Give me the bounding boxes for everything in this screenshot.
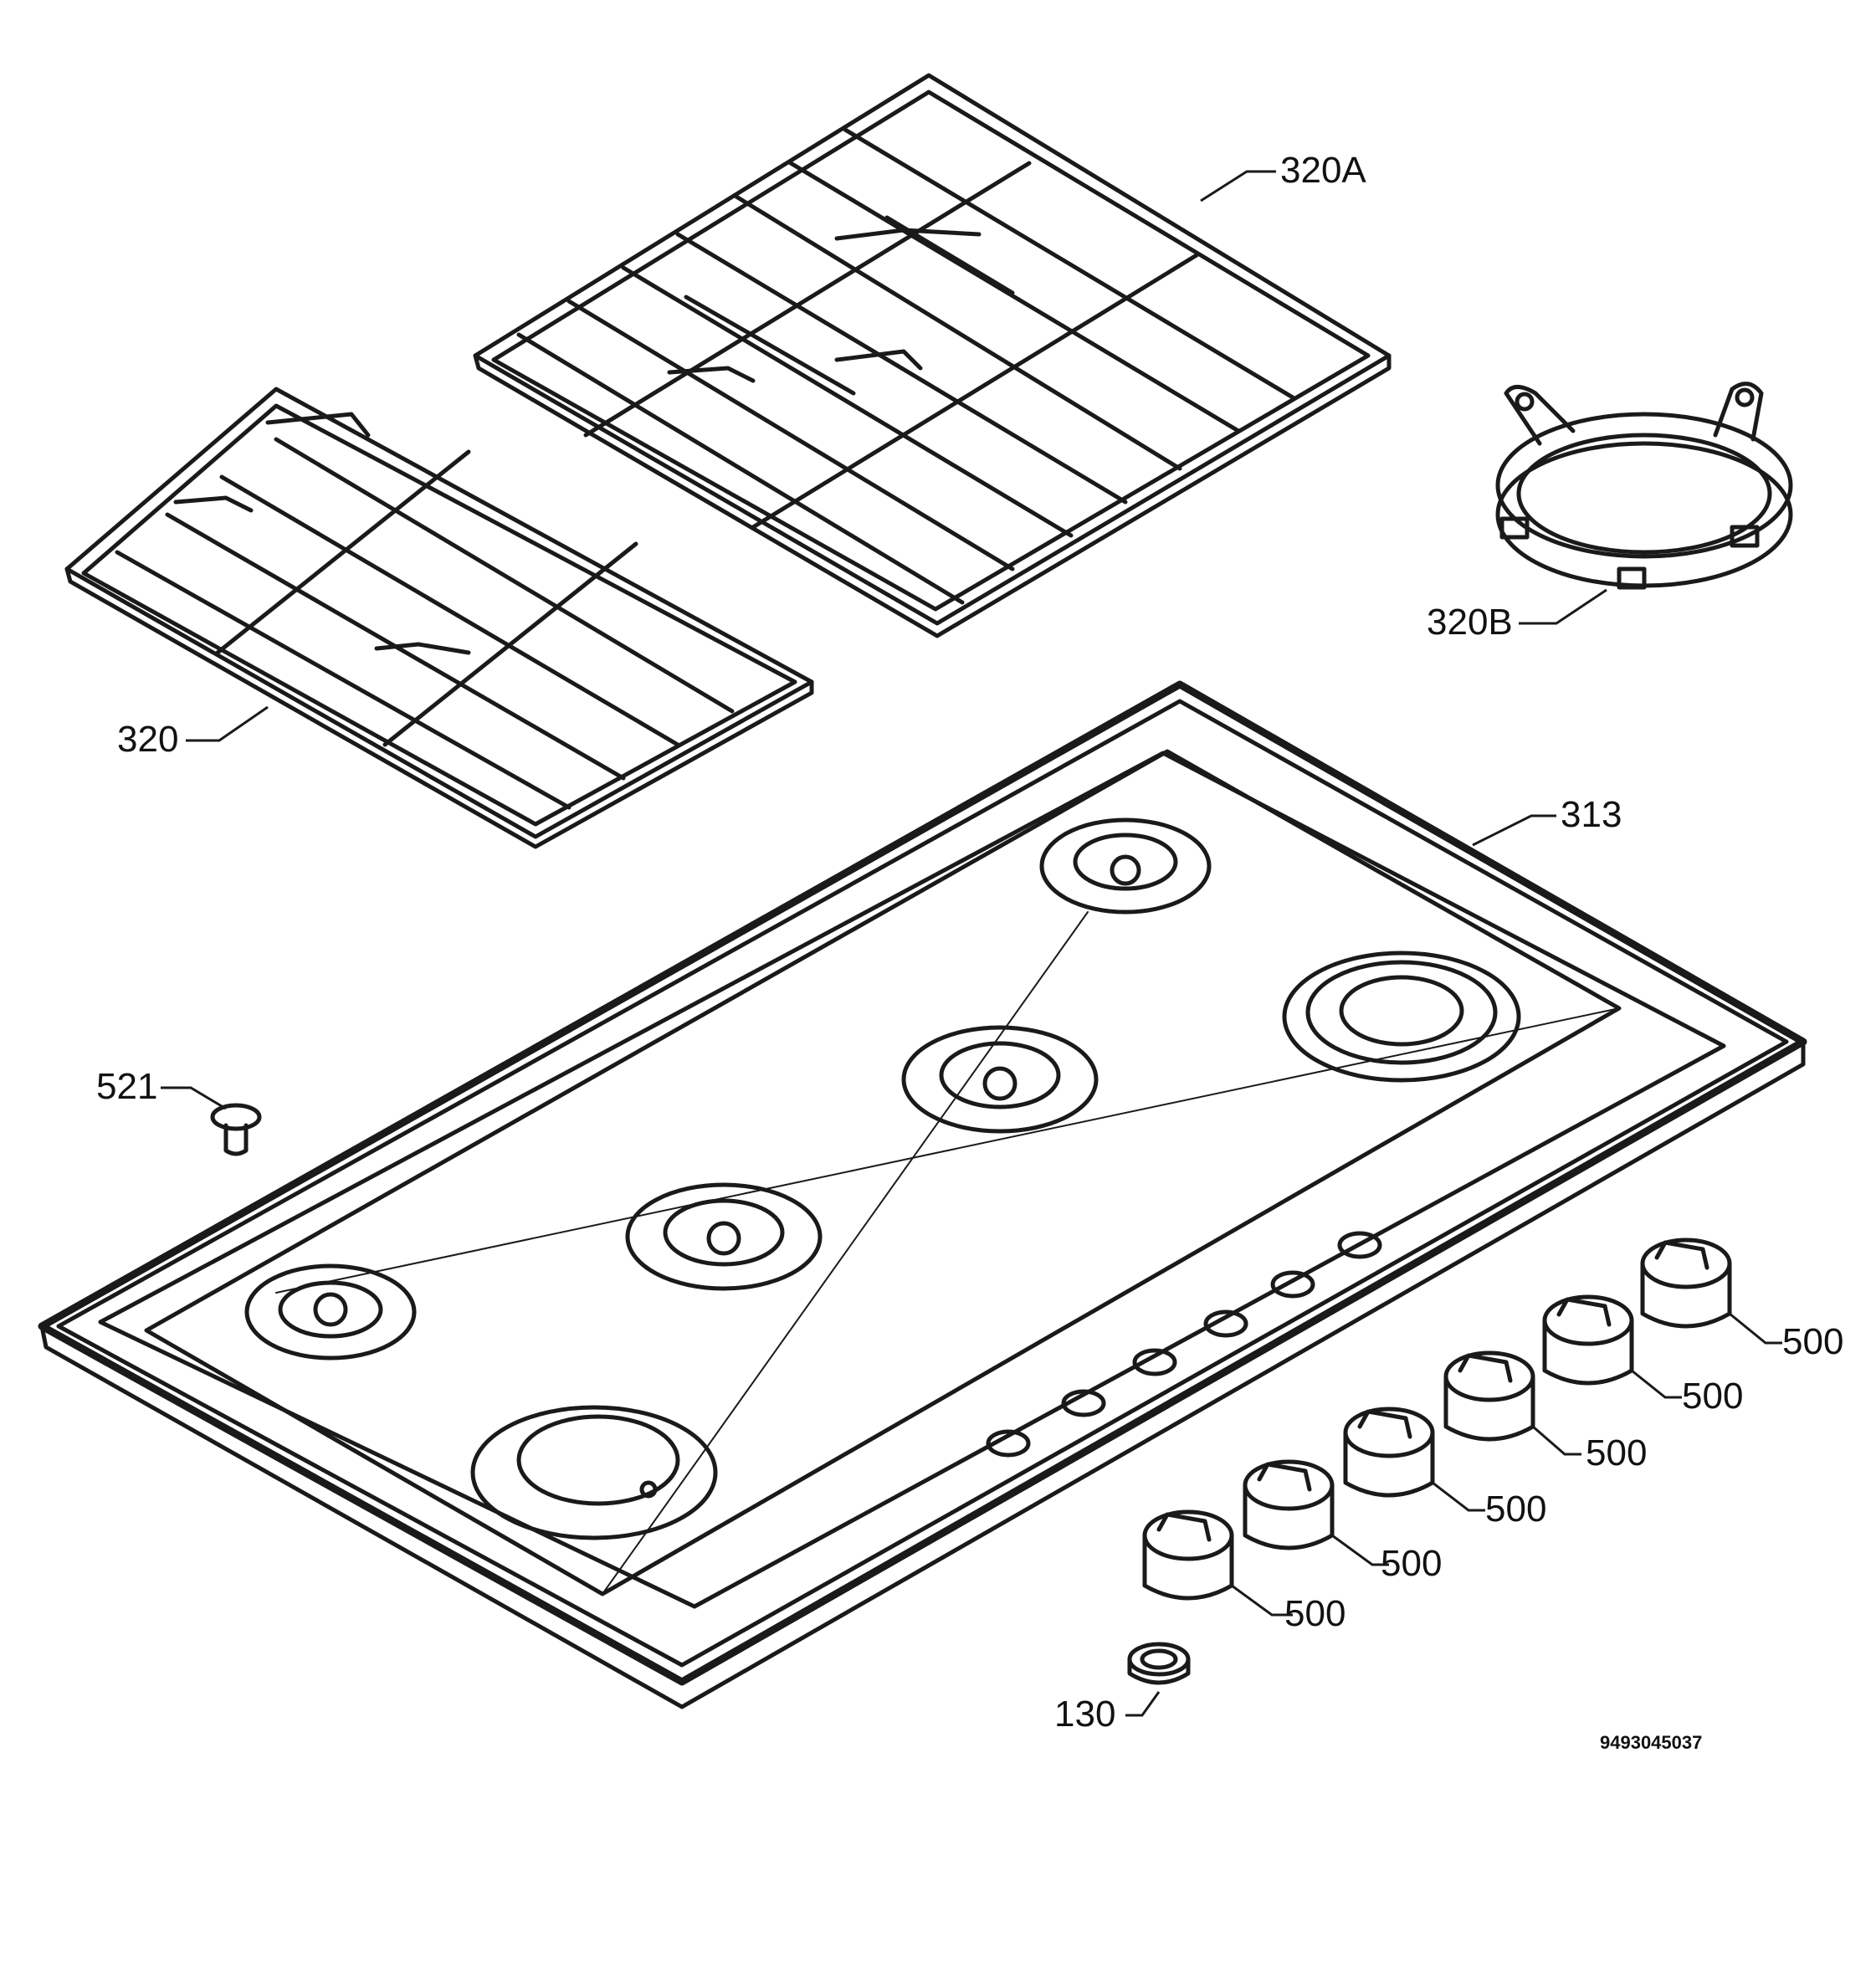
control-knob-2 xyxy=(1243,1459,1335,1550)
control-knob-4 xyxy=(1443,1350,1535,1442)
wok-support-ring xyxy=(1495,382,1793,590)
callout-320A: 320A xyxy=(1280,150,1366,191)
callout-130: 130 xyxy=(1054,1694,1115,1735)
burner-4 xyxy=(901,1025,1099,1134)
callout-313: 313 xyxy=(1561,794,1622,835)
control-knob-5 xyxy=(1542,1294,1634,1386)
leader-320B xyxy=(1519,588,1607,625)
control-knob-6 xyxy=(1640,1238,1732,1329)
seal-ring xyxy=(1127,1642,1191,1685)
leader-521 xyxy=(161,1086,227,1110)
burner-5 xyxy=(1039,817,1212,915)
leader-130 xyxy=(1125,1691,1161,1717)
pan-support-grate-left xyxy=(64,387,814,849)
knob-hole-2 xyxy=(1061,1389,1106,1417)
callout-320B: 320B xyxy=(1427,602,1513,643)
callout-500-1: 500 xyxy=(1284,1593,1345,1634)
knob-hole-6 xyxy=(1337,1231,1382,1259)
control-knob-1 xyxy=(1142,1509,1234,1601)
callout-500-2: 500 xyxy=(1381,1543,1442,1584)
callout-521: 521 xyxy=(96,1066,157,1107)
screw-part xyxy=(210,1103,262,1156)
knob-hole-1 xyxy=(986,1429,1031,1458)
pan-support-grate-right xyxy=(473,73,1392,638)
leader-500-6 xyxy=(1729,1312,1782,1345)
burner-2 xyxy=(625,1182,823,1291)
control-knob-3 xyxy=(1343,1407,1435,1498)
leader-500-2 xyxy=(1331,1534,1389,1566)
knob-hole-5 xyxy=(1270,1270,1315,1299)
leader-313 xyxy=(1472,814,1556,847)
leader-320A xyxy=(1200,170,1276,202)
leader-320 xyxy=(186,705,269,742)
callout-500-3: 500 xyxy=(1485,1489,1546,1530)
leader-500-1 xyxy=(1231,1584,1293,1617)
callout-500-5: 500 xyxy=(1682,1376,1743,1417)
leader-500-4 xyxy=(1532,1425,1581,1456)
burner-1 xyxy=(244,1263,417,1361)
callout-500-6: 500 xyxy=(1782,1321,1843,1362)
drawing-number: 9493045037 xyxy=(1600,1732,1702,1753)
burner-6-wok xyxy=(1282,951,1521,1083)
knob-hole-3 xyxy=(1132,1348,1177,1376)
burner-3-large xyxy=(470,1405,718,1540)
knob-hole-4 xyxy=(1203,1309,1248,1338)
leader-500-5 xyxy=(1631,1369,1682,1399)
callout-320: 320 xyxy=(117,719,178,760)
callout-500-4: 500 xyxy=(1586,1432,1647,1473)
leader-500-3 xyxy=(1432,1481,1485,1512)
hob-top-panel xyxy=(38,680,1807,1709)
